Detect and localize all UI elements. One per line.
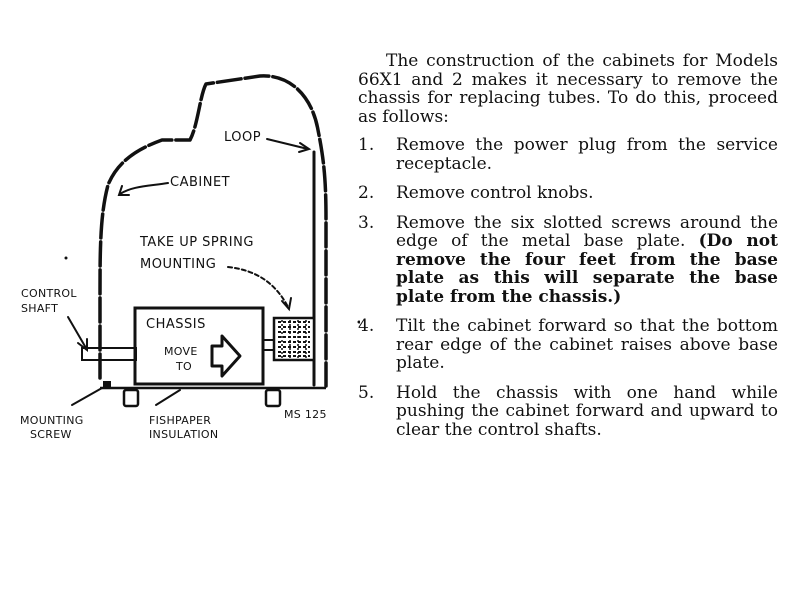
instructions-text: The construction of the cabinets for Mod…: [358, 52, 778, 450]
cabinet-diagram: LOOP CABINET TAKE UP SPRING MOUNTING CON…: [0, 0, 360, 480]
label-chassis: CHASSIS: [146, 317, 206, 332]
step-number: 3.: [358, 212, 375, 233]
step-number: 4.: [358, 316, 375, 336]
step-text: Remove the six slotted screws around the…: [396, 212, 778, 251]
mounting-screw-leader: [71, 387, 103, 406]
label-move: MOVE: [164, 345, 198, 358]
spring-leader: [227, 266, 289, 308]
step-3: 3. Remove the six slotted screws around …: [358, 212, 778, 307]
foot-right: [264, 388, 282, 408]
figure-code: MS 125: [284, 408, 327, 421]
intro-paragraph: The construction of the cabinets for Mod…: [358, 51, 778, 127]
step-text: Hold the chassis with one hand while pus…: [396, 382, 778, 440]
label-fishpaper: FISHPAPER: [149, 414, 212, 427]
control-shaft-leader: [67, 316, 87, 349]
step-1: 1. Remove the power plug from the servic…: [358, 136, 778, 173]
spring-leader-arrow: [281, 297, 292, 312]
step-warning: (Do not remove the four feet from the ba…: [396, 231, 778, 307]
label-loop: LOOP: [224, 130, 262, 145]
label-insulation: INSULATION: [149, 428, 219, 441]
cabinet-leader-arrow: [117, 185, 130, 196]
label-control-shaft-1: CONTROL: [21, 287, 77, 300]
label-mounting: MOUNTING: [140, 257, 217, 272]
step-4: 4. Tilt the cabinet forward so that the …: [358, 317, 778, 373]
step-number: 2.: [358, 183, 375, 203]
move-arrow: [210, 334, 242, 378]
label-take-up-spring: TAKE UP SPRING: [140, 235, 254, 250]
step-number: 5.: [358, 382, 375, 403]
label-control-shaft-2: SHAFT: [21, 302, 59, 315]
label-mounting-screw-1: MOUNTING: [20, 414, 84, 427]
step-5: 5. Hold the chassis with one hand while …: [358, 382, 778, 440]
cabinet-drawing: [64, 74, 360, 408]
loop-leader: [266, 138, 309, 150]
step-text: Remove the power plug from the service r…: [396, 135, 778, 174]
foot-left: [122, 388, 140, 408]
cabinet-leader: [119, 182, 169, 195]
step-text: Remove control knobs.: [396, 183, 594, 203]
cabinet-outline: [98, 74, 328, 388]
control-shaft-left: [81, 347, 137, 361]
fishpaper-leader: [155, 389, 181, 406]
step-number: 1.: [358, 135, 375, 155]
label-to: TO: [176, 360, 192, 373]
mounting-screw: [103, 381, 111, 389]
step-text-wrapper: Remove the six slotted screws around the…: [396, 212, 778, 307]
loop-leader-arrow: [298, 142, 312, 153]
spring-mounting-block: [272, 316, 316, 362]
label-cabinet: CABINET: [170, 175, 231, 190]
label-mounting-screw-2: SCREW: [30, 428, 72, 441]
step-2: 2. Remove control knobs.: [358, 184, 778, 203]
control-shaft-leader-arrow: [77, 338, 88, 353]
steps-list: 1. Remove the power plug from the servic…: [358, 136, 778, 439]
step-text: Tilt the cabinet forward so that the bot…: [396, 316, 778, 373]
